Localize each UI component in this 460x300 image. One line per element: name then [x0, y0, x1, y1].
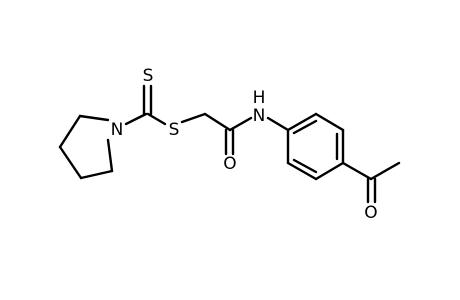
bond-r2-r3: [314, 112, 345, 132]
bond-c5-n: [78, 114, 110, 122]
atom-labels: S N S O N H O: [111, 66, 378, 223]
atom-amide-h: H: [253, 88, 266, 108]
bond-nh-ring: [266, 116, 290, 132]
acetyl-group: [341, 161, 401, 204]
bond-r1-r2-inner: [292, 119, 318, 135]
bond-acetyl-methyl: [369, 161, 401, 181]
thioacetamide-linker: [180, 112, 253, 156]
benzene-ring: [266, 112, 345, 181]
bond-r4-r5: [314, 161, 345, 181]
atom-amide-o: O: [223, 154, 236, 174]
bond-r5-r6: [286, 161, 318, 181]
atom-ring-n: N: [111, 120, 124, 140]
bond-carbonyl-nh: [228, 116, 253, 132]
bond-r1-r2: [286, 112, 318, 132]
pyrrolidine-ring: [58, 114, 114, 180]
atom-thione-s: S: [143, 66, 154, 86]
atom-thioether-s: S: [169, 120, 180, 140]
bond-s-ch2: [180, 112, 207, 124]
bond-n-c2: [106, 138, 114, 173]
bond-r5-r6-inner: [292, 158, 318, 174]
bond-c4-c5: [58, 114, 82, 149]
atom-ketone-o: O: [364, 203, 377, 223]
bond-ch2-carbonyl: [203, 112, 232, 132]
bond-ring-acetyl: [341, 161, 373, 181]
bond-c2-c3: [79, 169, 114, 180]
bond-n-cthio: [124, 112, 148, 126]
bond-cthio-s: [146, 112, 167, 126]
atom-amide-n: N: [253, 106, 266, 126]
dithiocarbamate-group: [124, 84, 167, 126]
bond-c3-c4: [58, 145, 83, 180]
